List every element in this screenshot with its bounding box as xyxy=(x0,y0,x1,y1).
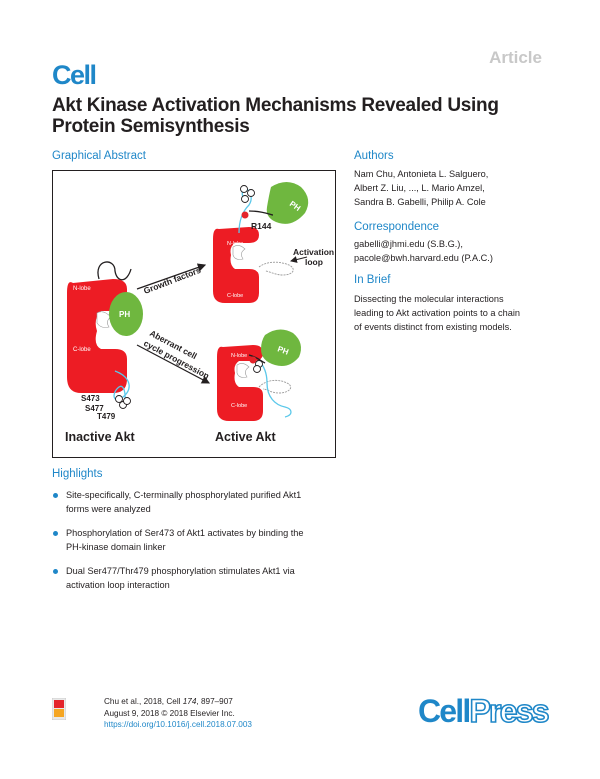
authors-heading: Authors xyxy=(354,150,394,162)
aberrant-arrow xyxy=(136,344,211,384)
gf-phospho-site xyxy=(240,185,248,193)
crossmark-icon[interactable] xyxy=(52,698,66,720)
aberrant-phospho-site xyxy=(249,356,257,364)
correspondence-email[interactable]: pacole@bwh.harvard.edu (P.A.C.) xyxy=(354,253,493,263)
aberrant-n-lobe-label: N-lobe xyxy=(231,353,247,359)
highlights-list: Site-specifically, C-terminally phosphor… xyxy=(52,488,352,602)
highlight-line: Phosphorylation of Ser473 of Akt1 activa… xyxy=(66,528,304,538)
highlight-line: PH-kinase domain linker xyxy=(66,542,166,552)
gf-activation-loop xyxy=(258,261,294,276)
inactive-ph-label: PH xyxy=(119,310,130,319)
aberrant-kinase-domain xyxy=(217,345,263,421)
gf-phospho-s473 xyxy=(241,211,249,219)
gf-c-lobe-label: C-lobe xyxy=(227,293,243,299)
inactive-ph-domain xyxy=(109,292,143,336)
gf-pocket xyxy=(232,245,246,260)
highlight-line: forms were analyzed xyxy=(66,504,151,514)
s473-label: S473 xyxy=(81,394,100,403)
correspondence-heading: Correspondence xyxy=(354,221,440,233)
activation-label-line1: Activation xyxy=(293,247,334,257)
page-title: Akt Kinase Activation Mechanisms Reveale… xyxy=(52,95,499,137)
highlight-line: Dual Ser477/Thr479 phosphorylation stimu… xyxy=(66,566,295,576)
aberrant-phospho-site xyxy=(253,365,261,373)
in-brief-line: leading to Akt activation points to a ch… xyxy=(354,308,520,318)
aberrant-c-lobe-label: C-lobe xyxy=(231,403,247,409)
bullet-icon xyxy=(53,531,58,536)
highlight-line: activation loop interaction xyxy=(66,580,170,590)
s477-label: S477 xyxy=(85,404,104,413)
growth-factors-arrow xyxy=(136,263,207,290)
article-type-label: Article xyxy=(489,48,542,67)
inactive-akt-diagram: N-lobe C-lobe PH S473 S477 T479 Inactive… xyxy=(65,261,143,444)
citation-block: Chu et al., 2018, Cell 174, 897–907 Augu… xyxy=(104,696,252,731)
inactive-linker-loop xyxy=(97,261,132,281)
gf-phospho-site xyxy=(241,195,249,203)
inactive-n-lobe-label: N-lobe xyxy=(73,286,91,292)
publication-date-line: August 9, 2018 © 2018 Elsevier Inc. xyxy=(104,708,235,718)
journal-logo[interactable]: Cell xyxy=(52,60,97,90)
t479-label: T479 xyxy=(97,412,116,421)
in-brief-line: Dissecting the molecular interactions xyxy=(354,294,504,304)
authors-list: Nam Chu, Antonieta L. Salguero, Albert Z… xyxy=(354,167,554,209)
inactive-c-tail xyxy=(113,370,130,408)
authors-line: Sandra B. Gabelli, Philip A. Cole xyxy=(354,197,486,207)
inactive-phospho-site xyxy=(123,397,131,405)
gf-active-akt-diagram: N-lobe C-lobe PH R144 Activation loop xyxy=(213,182,334,303)
growth-factors-label: Growth factors xyxy=(142,265,202,296)
inactive-phospho-site xyxy=(115,395,123,403)
graphical-abstract: N-lobe C-lobe PH S473 S477 T479 Inactive… xyxy=(52,170,336,458)
publisher-logo[interactable]: CellPress xyxy=(418,692,550,730)
graphical-abstract-figure: N-lobe C-lobe PH S473 S477 T479 Inactive… xyxy=(65,182,334,444)
correspondence-email[interactable]: gabelli@jhmi.edu (S.B.G.), xyxy=(354,239,463,249)
aberrant-pocket xyxy=(236,363,250,378)
correspondence-list: gabelli@jhmi.edu (S.B.G.), pacole@bwh.ha… xyxy=(354,237,554,265)
bullet-icon xyxy=(53,493,58,498)
gf-ph-domain xyxy=(266,182,309,224)
in-brief-heading: In Brief xyxy=(354,274,391,286)
aberrant-ph-label: PH xyxy=(276,344,290,356)
gf-phospho-site xyxy=(247,189,255,197)
doi-link[interactable]: https://doi.org/10.1016/j.cell.2018.07.0… xyxy=(104,720,252,729)
authors-line: Nam Chu, Antonieta L. Salguero, xyxy=(354,169,489,179)
in-brief-text: Dissecting the molecular interactions le… xyxy=(354,292,554,334)
aberrant-c-tail xyxy=(258,360,292,418)
highlight-item: Dual Ser477/Thr479 phosphorylation stimu… xyxy=(52,564,352,592)
bullet-icon xyxy=(53,569,58,574)
in-brief-line: of events distinct from existing models. xyxy=(354,322,512,332)
activation-loop-arrow xyxy=(290,256,308,263)
aberrant-ph-domain xyxy=(261,329,301,366)
inactive-c-lobe-label: C-lobe xyxy=(73,347,91,353)
citation-volume: 174 xyxy=(182,697,197,706)
aberrant-active-akt-diagram: N-lobe C-lobe PH Active Akt xyxy=(215,329,301,444)
inactive-akt-label: Inactive Akt xyxy=(65,430,136,444)
gf-n-lobe-label: N-lobe xyxy=(227,241,243,247)
active-akt-label: Active Akt xyxy=(215,430,277,444)
gf-kinase-domain xyxy=(213,227,259,303)
graphical-abstract-heading: Graphical Abstract xyxy=(52,150,146,162)
activation-label-line2: loop xyxy=(305,257,323,267)
aberrant-ph-linker xyxy=(248,354,266,364)
citation-line: Chu et al., 2018, Cell 174, 897–907 xyxy=(104,697,233,706)
authors-line: Albert Z. Liu, ..., L. Mario Amzel, xyxy=(354,183,485,193)
aberrant-activation-loop xyxy=(258,379,292,394)
gf-ph-linker xyxy=(248,210,274,216)
highlight-line: Site-specifically, C-terminally phosphor… xyxy=(66,490,302,500)
highlight-item: Phosphorylation of Ser473 of Akt1 activa… xyxy=(52,526,352,554)
r144-label: R144 xyxy=(251,221,272,231)
highlight-item: Site-specifically, C-terminally phosphor… xyxy=(52,488,352,516)
inactive-pocket xyxy=(96,311,112,328)
highlights-heading: Highlights xyxy=(52,468,103,480)
